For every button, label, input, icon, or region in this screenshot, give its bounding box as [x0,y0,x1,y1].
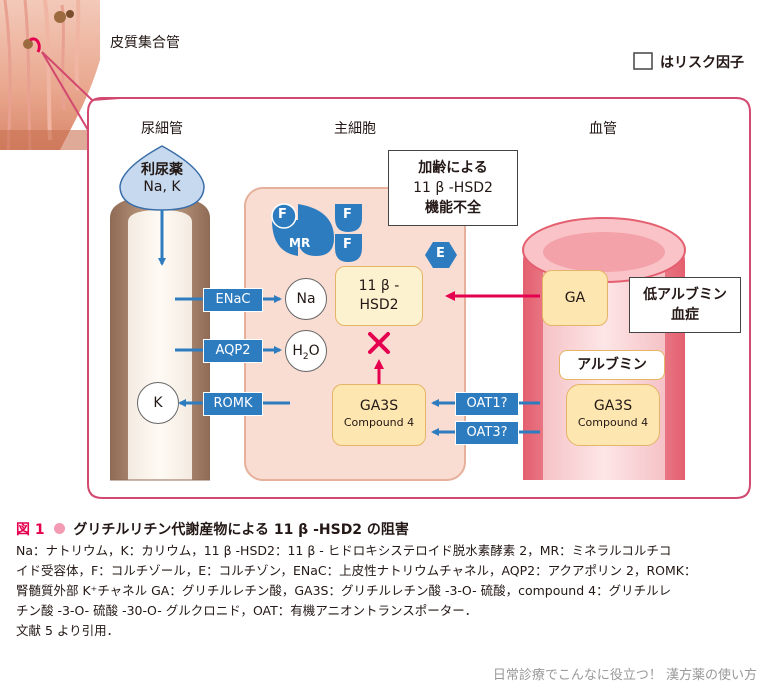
risk-aging-line3: 機能不全 [425,200,481,216]
cortisol-f1-letter: F [343,207,352,222]
ga3s-cell-line2: Compound 4 [343,416,415,429]
enac-label: ENaC [203,288,263,312]
mineralocorticoid-receptor [271,203,334,256]
kidney-tissue-illustration [0,0,100,151]
risk-albumin-line2: 血症 [671,307,699,323]
diuretic-line1: 利尿薬 [141,162,183,178]
figure-label: 図 1 [16,522,45,538]
ga3s-blood-line1: GA3S [593,398,633,414]
header-principal: 主細胞 [334,121,376,137]
cortisone-hexagon [425,242,457,268]
cortisol-f2-letter: F [343,237,352,252]
figure-title-text: グリチルリチン代謝産物による 11 β -HSD2 の阻害 [73,522,409,538]
caption-line: チン酸 -3-O- 硫酸 -30-O- グルクロニド，OAT：有機アニオントラン… [16,603,478,618]
risk-albumin-line1: 低アルブミン [643,287,727,303]
cortisol-drop-2 [335,234,362,262]
figure-bullet [53,523,65,534]
callout-pointer [41,51,121,102]
water-subscript: 2 [302,351,309,362]
romk-label: ROMK [203,392,263,416]
header-vessel: 血管 [589,121,617,137]
caption-line: 腎髄質外部 K⁺チャネル GA：グリチルレチン酸，GA3S：グリチルレチン酸 -… [16,583,672,598]
risk-aging-line1: 加齢による [418,160,488,176]
sodium-ion: Na [285,278,327,320]
diuretic-label: 利尿薬 Na, K [122,162,202,196]
ga3s-blood-box: GA3S Compound 4 [566,384,660,446]
inhibition-x-icon [368,332,390,354]
legend-swatch [633,52,653,70]
oat3-label: OAT3? [455,421,519,445]
footer-text: 日常診療でこんなに役立つ！ 漢方薬の使い方 [492,668,757,683]
header-tubule: 尿細管 [141,121,183,137]
risk-aging-line2: 11 β -HSD2 [413,180,493,196]
water-o: O [308,343,320,359]
enzyme-11bhsd2: 11 β - HSD2 [335,266,423,326]
risk-aging-box: 加齢による 11 β -HSD2 機能不全 [388,150,518,226]
legend-text: はリスク因子 [660,55,744,71]
oat1-label: OAT1? [455,392,519,416]
risk-albumin-box: 低アルブミン 血症 [629,277,741,333]
ga3s-cell-box: GA3S Compound 4 [332,384,426,446]
aqp2-label: AQP2 [203,339,263,363]
ga3s-blood-line2: Compound 4 [577,416,649,429]
water-molecule: H2O [285,330,327,372]
water-h: H [292,343,303,359]
ga-box: GA [542,270,608,326]
caption-body: Na：ナトリウム，K：カリウム，11 β -HSD2：11 β - ヒドロキシス… [16,541,756,641]
cortisol-drop-1 [335,204,362,232]
mr-label: MR [289,236,311,250]
top-label: 皮質集合管 [110,35,180,51]
caption-line: イド受容体，F：コルチゾール，E：コルチゾン，ENaC：上皮性ナトリウムチャネル… [16,563,697,578]
potassium-ion: K [137,382,179,424]
cortisone-e-letter: E [436,246,445,261]
figure-title: 図 1 グリチルリチン代謝産物による 11 β -HSD2 の阻害 [16,519,409,539]
caption-line: 文献 5 より引用． [16,623,120,638]
caption-line: Na：ナトリウム，K：カリウム，11 β -HSD2：11 β - ヒドロキシス… [16,543,672,558]
ga3s-cell-line1: GA3S [359,398,399,414]
diuretic-line2: Na, K [143,179,181,195]
mr-f-letter: F [278,207,287,222]
enzyme-line1: 11 β - [358,278,400,294]
albumin-label: アルブミン [559,350,665,380]
enzyme-line2: HSD2 [359,297,399,313]
renal-tubule [110,196,210,481]
